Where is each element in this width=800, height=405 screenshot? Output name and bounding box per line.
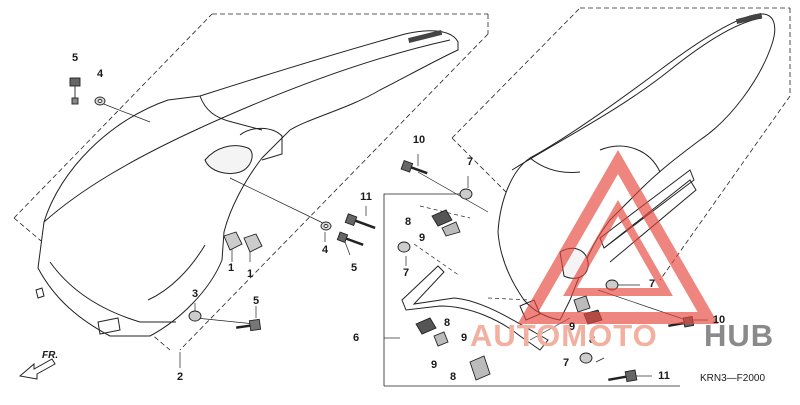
callout-5: 5 [350,262,358,274]
callout-11: 11 [360,191,372,203]
front-direction-arrow [18,358,56,380]
right-dashed-guides [413,205,531,301]
callout-3: 3 [191,288,199,300]
callout-8: 8 [443,317,451,329]
callout-9: 9 [568,321,576,333]
fender-sub-plate [401,265,549,351]
callout-9: 9 [418,232,426,244]
callout-5: 5 [71,52,79,64]
watermark-text-left: AUTOMOTO [470,318,658,353]
callout-4: 4 [96,68,104,80]
callout-2: 2 [176,371,184,383]
callout-8: 8 [404,216,412,228]
callout-7: 7 [402,267,410,279]
diagram-code: KRN3—F2000 [700,373,766,384]
callout-7: 7 [466,156,474,168]
rear-fender-right [497,12,776,321]
callout-7: 7 [562,357,570,369]
left-hardware [69,77,364,332]
callout-8: 8 [449,371,457,383]
right-assembly-frame [451,7,791,281]
callout-9: 9 [430,359,438,371]
callout-1: 1 [246,268,254,280]
callout-1: 1 [227,262,235,274]
callout-9: 9 [460,332,468,344]
right-assembly-box [383,193,680,387]
callout-11: 11 [658,370,670,382]
rear-fender-left [35,29,459,337]
front-direction-label: FR. [42,350,59,361]
callout-7: 7 [648,278,656,290]
callout-6: 6 [352,332,360,344]
callout-4: 4 [321,244,329,256]
left-leader-lines [95,100,351,368]
callout-10: 10 [712,314,726,326]
watermark-text-right: HUB [704,318,775,353]
watermark-triangle-icon [517,149,719,324]
callout-8: 8 [588,334,596,346]
callout-5: 5 [252,295,260,307]
callout-10: 10 [412,134,426,146]
